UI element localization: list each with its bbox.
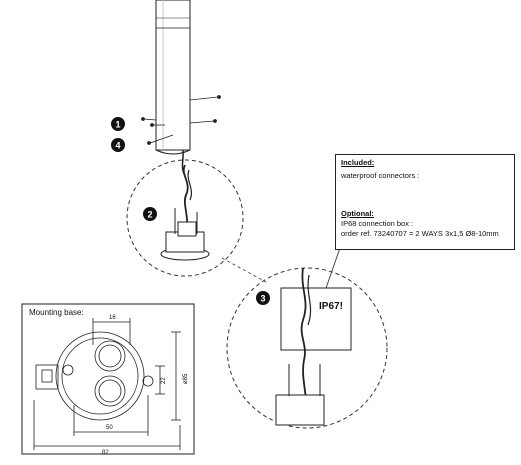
connectors-label: waterproof connectors : bbox=[341, 171, 420, 180]
dim-22: 22 bbox=[161, 377, 167, 384]
step-2-label: 2 bbox=[147, 210, 152, 220]
step2-circle bbox=[126, 159, 244, 277]
pole-screws bbox=[141, 95, 221, 145]
included-heading: Included: bbox=[341, 158, 375, 167]
step-1-label: 1 bbox=[115, 120, 120, 130]
optional-line-1: IP68 connection box : bbox=[341, 219, 414, 228]
mounting-base-drawing bbox=[33, 318, 181, 450]
included-box: Included: waterproof connectors : Option… bbox=[335, 154, 515, 250]
optional-line-2: order ref. 73240707 = 2 WAYS 3x1,5 Ø8-10… bbox=[341, 229, 499, 238]
dim-82: 82 bbox=[102, 450, 109, 456]
dim-85: ø85 bbox=[183, 373, 189, 384]
ip67-label: IP67! bbox=[319, 301, 343, 312]
step-badge-3: 3 bbox=[256, 291, 270, 305]
step3-drawing bbox=[275, 247, 341, 426]
step-connector-line bbox=[221, 257, 267, 283]
pole bbox=[155, 0, 191, 155]
step-4-label: 4 bbox=[115, 141, 120, 151]
step3-circle bbox=[226, 267, 388, 429]
step-badge-4: 4 bbox=[111, 138, 125, 152]
ip67-box bbox=[280, 287, 352, 351]
mounting-base-frame bbox=[21, 303, 195, 455]
step-3-label: 3 bbox=[260, 294, 265, 304]
dim-16: 16 bbox=[109, 315, 116, 321]
step2-drawing bbox=[160, 164, 210, 261]
step-badge-2: 2 bbox=[143, 207, 157, 221]
optional-heading: Optional: bbox=[341, 209, 374, 218]
mounting-base-title: Mounting base: bbox=[29, 308, 84, 317]
step-badge-1: 1 bbox=[111, 117, 125, 131]
dim-50: 50 bbox=[106, 425, 113, 431]
